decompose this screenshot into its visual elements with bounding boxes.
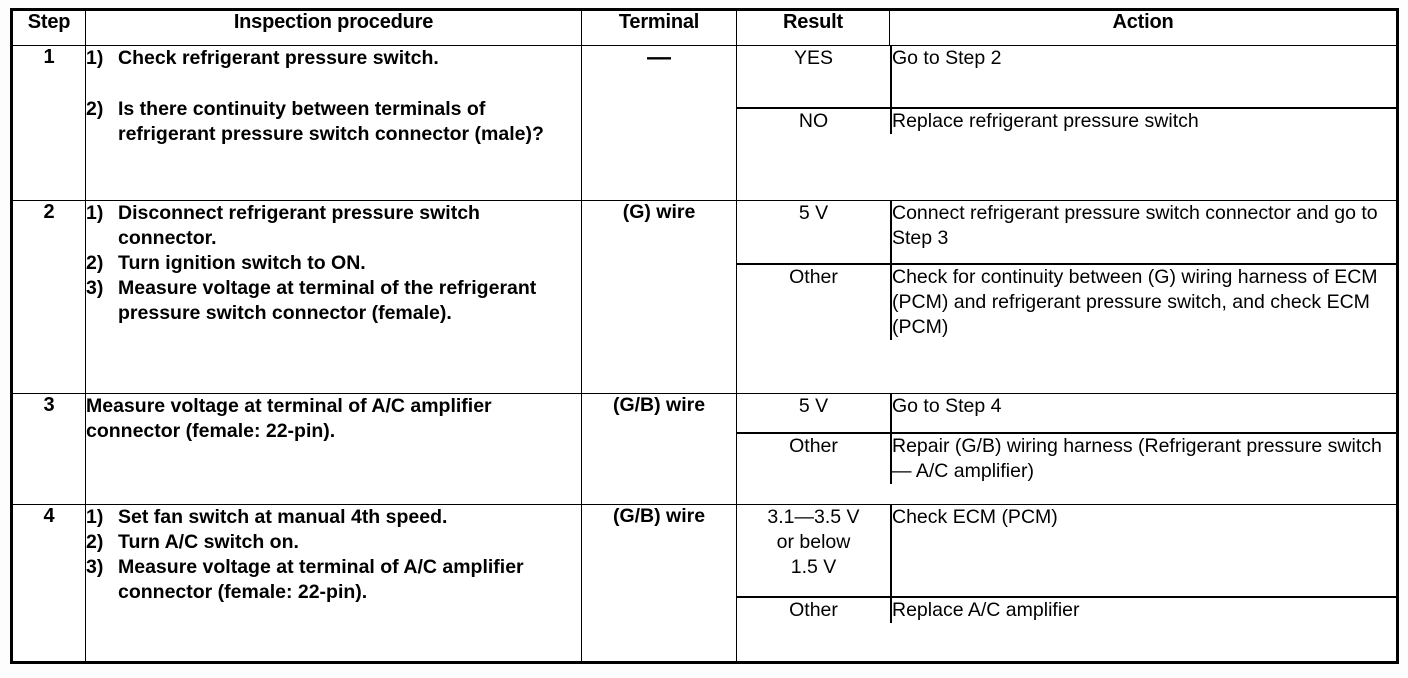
header-row: Step Inspection procedure Terminal Resul… <box>11 9 1398 46</box>
outcomes-table-2: 5 V Connect refrigerant pressure switch … <box>737 201 1396 340</box>
column-header-step: Step <box>11 9 86 46</box>
result-value: YES <box>737 46 892 109</box>
result-value: Other <box>737 433 892 484</box>
step-number-1: 1 <box>11 45 86 201</box>
table-row: 3 Measure voltage at terminal of A/C amp… <box>11 393 1398 505</box>
procedure-item: 1) Set fan switch at manual 4th speed. <box>86 505 581 530</box>
column-header-result: Result <box>736 9 890 46</box>
inspection-procedure-2: 1) Disconnect refrigerant pressure switc… <box>85 200 582 394</box>
procedure-item-number: 3) <box>86 277 104 299</box>
terminal-value-4: (G/B) wire <box>581 504 737 663</box>
procedure-item-text: Measure voltage at terminal of A/C ampli… <box>118 556 524 603</box>
action-text: Connect refrigerant pressure switch conn… <box>891 201 1396 265</box>
outcome-row: Other Repair (G/B) wiring harness (Refri… <box>737 433 1396 484</box>
result-value: 5 V <box>737 394 892 434</box>
step-number-3: 3 <box>11 393 86 505</box>
outcome-row: 3.1—3.5 V or below 1.5 V Check ECM (PCM) <box>737 505 1396 598</box>
terminal-value-3: (G/B) wire <box>581 393 737 505</box>
procedure-item-text: Check refrigerant pressure switch. <box>118 47 439 69</box>
outcomes-cell-2: 5 V Connect refrigerant pressure switch … <box>736 200 1398 394</box>
outcome-row: 5 V Go to Step 4 <box>737 394 1396 434</box>
procedure-item-number: 2) <box>86 252 104 274</box>
outcomes-cell-3: 5 V Go to Step 4 Other Repair (G/B) wiri… <box>736 393 1398 505</box>
procedure-text: Measure voltage at terminal of A/C ampli… <box>86 395 492 442</box>
step-number-2: 2 <box>11 200 86 394</box>
table-body: 1 1) Check refrigerant pressure switch. … <box>11 44 1398 663</box>
procedure-item-number: 2) <box>86 531 104 553</box>
procedure-item: 3) Measure voltage at terminal of the re… <box>86 276 581 326</box>
outcomes-table-3: 5 V Go to Step 4 Other Repair (G/B) wiri… <box>737 394 1396 484</box>
procedure-item-text: Measure voltage at terminal of the refri… <box>118 277 537 324</box>
table-row: 2 1) Disconnect refrigerant pressure swi… <box>11 200 1398 394</box>
table-row: 1 1) Check refrigerant pressure switch. … <box>11 44 1398 201</box>
table-row: 4 1) Set fan switch at manual 4th speed.… <box>11 504 1398 663</box>
action-text: Go to Step 4 <box>891 394 1396 434</box>
result-value: Other <box>737 597 892 623</box>
outcome-row: 5 V Connect refrigerant pressure switch … <box>737 201 1396 265</box>
column-header-action: Action <box>889 9 1398 46</box>
procedure-list-4: 1) Set fan switch at manual 4th speed. 2… <box>86 505 581 605</box>
procedure-item-text: Turn ignition switch to ON. <box>118 252 366 274</box>
procedure-item-text: Turn A/C switch on. <box>118 531 299 553</box>
step-number-4: 4 <box>11 504 86 663</box>
column-header-terminal: Terminal <box>581 9 737 46</box>
procedure-item: 2) Is there continuity between terminals… <box>86 97 581 147</box>
column-header-inspection: Inspection procedure <box>85 9 582 46</box>
action-text: Repair (G/B) wiring harness (Refrigerant… <box>891 433 1396 484</box>
outcome-row: NO Replace refrigerant pressure switch <box>737 108 1396 134</box>
inspection-procedure-table: Step Inspection procedure Terminal Resul… <box>10 8 1399 664</box>
outcome-row: Other Check for continuity between (G) w… <box>737 264 1396 340</box>
result-value: 5 V <box>737 201 892 265</box>
procedure-item: 3) Measure voltage at terminal of A/C am… <box>86 555 581 605</box>
procedure-list-2: 1) Disconnect refrigerant pressure switc… <box>86 201 581 326</box>
outcomes-cell-4: 3.1—3.5 V or below 1.5 V Check ECM (PCM)… <box>736 504 1398 663</box>
outcome-row: Other Replace A/C amplifier <box>737 597 1396 623</box>
terminal-dash: — <box>647 44 671 71</box>
procedure-item-text: Set fan switch at manual 4th speed. <box>118 506 448 528</box>
action-text: Check for continuity between (G) wiring … <box>891 264 1396 340</box>
procedure-list-1: 1) Check refrigerant pressure switch. 2)… <box>86 46 581 147</box>
terminal-value-2: (G) wire <box>581 200 737 394</box>
action-text: Replace A/C amplifier <box>891 597 1396 623</box>
procedure-item: 2) Turn A/C switch on. <box>86 530 581 555</box>
procedure-item: 1) Disconnect refrigerant pressure switc… <box>86 201 581 251</box>
result-value: NO <box>737 108 892 134</box>
procedure-item-number: 1) <box>86 506 104 528</box>
terminal-value-1: — <box>581 44 737 201</box>
outcomes-table-1: YES Go to Step 2 NO Replace refrigerant … <box>737 46 1396 134</box>
procedure-item-number: 1) <box>86 202 104 224</box>
procedure-item-text: Disconnect refrigerant pressure switch c… <box>118 202 480 249</box>
table-header: Step Inspection procedure Terminal Resul… <box>11 9 1398 46</box>
action-text: Check ECM (PCM) <box>891 505 1396 598</box>
action-text: Go to Step 2 <box>891 46 1396 109</box>
inspection-procedure-3: Measure voltage at terminal of A/C ampli… <box>85 393 582 505</box>
inspection-procedure-1: 1) Check refrigerant pressure switch. 2)… <box>85 45 582 201</box>
procedure-item-number: 1) <box>86 47 104 69</box>
outcome-row: YES Go to Step 2 <box>737 46 1396 109</box>
procedure-item-number: 2) <box>86 98 104 120</box>
outcomes-table-4: 3.1—3.5 V or below 1.5 V Check ECM (PCM)… <box>737 505 1396 623</box>
result-value: 3.1—3.5 V or below 1.5 V <box>737 505 892 598</box>
procedure-item: 2) Turn ignition switch to ON. <box>86 251 581 276</box>
inspection-procedure-4: 1) Set fan switch at manual 4th speed. 2… <box>85 504 582 663</box>
outcomes-cell-1: YES Go to Step 2 NO Replace refrigerant … <box>736 45 1398 201</box>
procedure-item: 1) Check refrigerant pressure switch. <box>86 46 581 71</box>
procedure-item-number: 3) <box>86 556 104 578</box>
result-value: Other <box>737 264 892 340</box>
action-text: Replace refrigerant pressure switch <box>891 108 1396 134</box>
procedure-item-text: Is there continuity between terminals of… <box>118 98 544 145</box>
